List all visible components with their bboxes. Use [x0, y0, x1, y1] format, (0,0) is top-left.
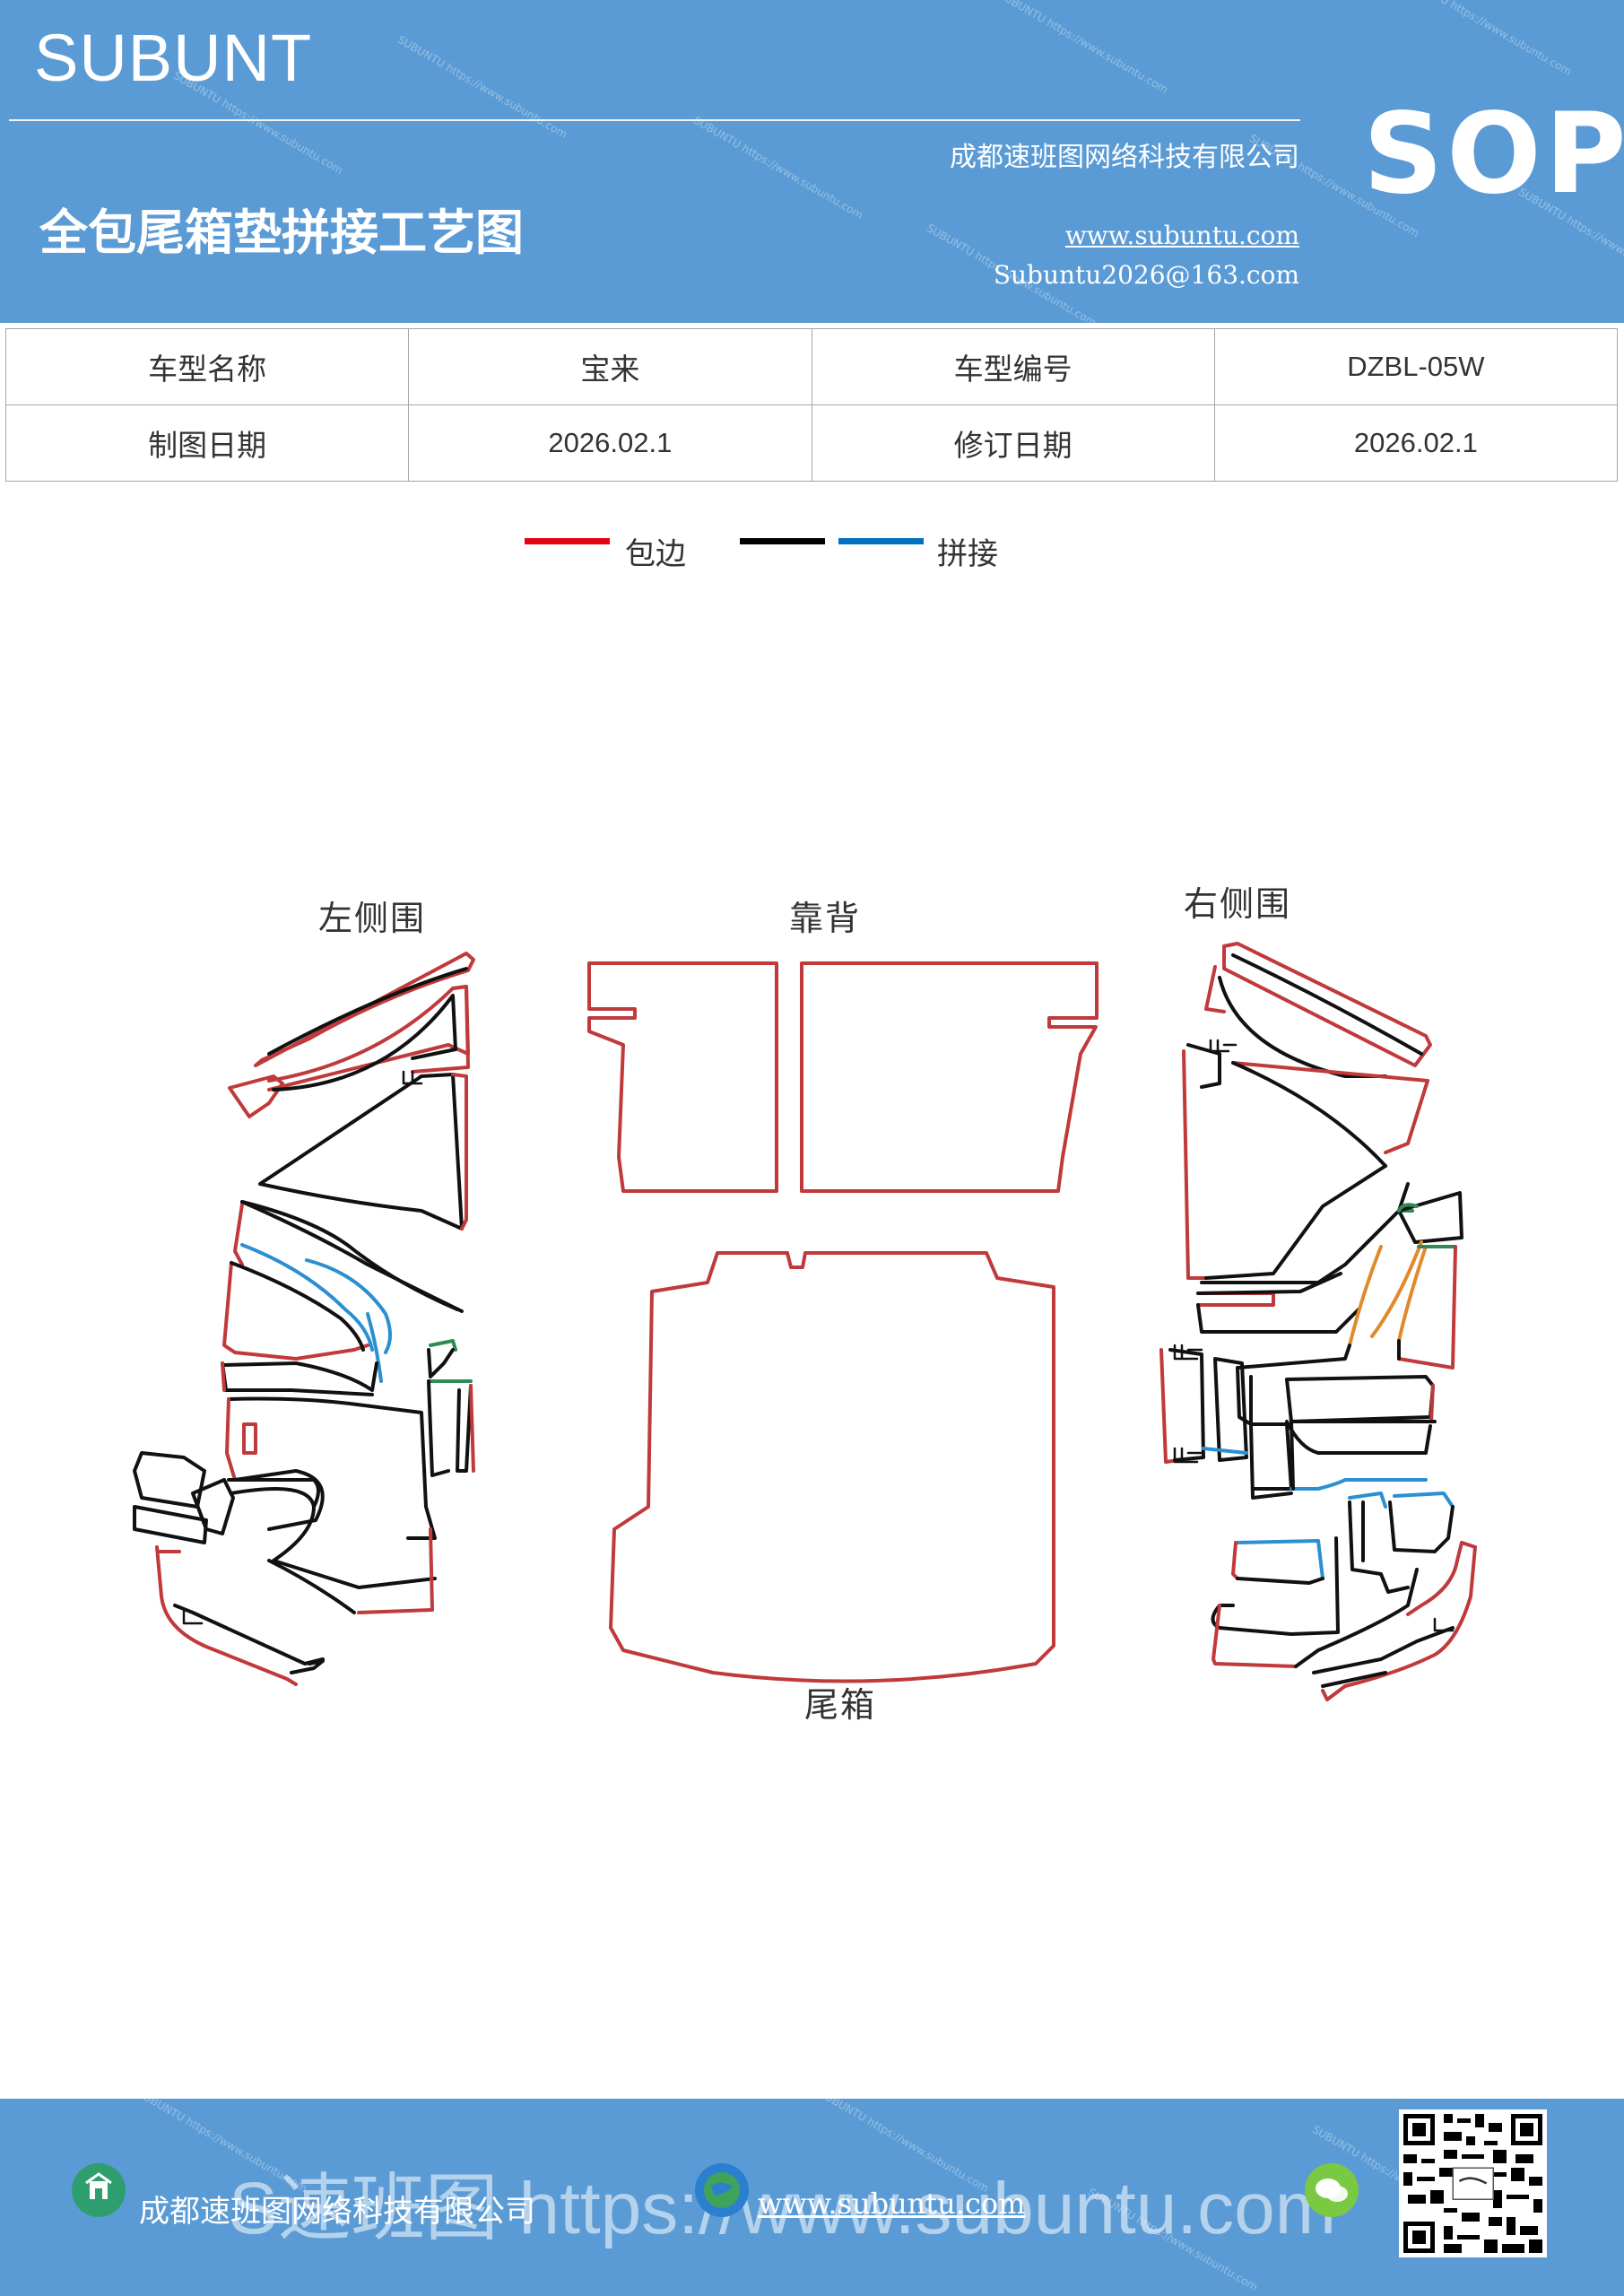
backrest-left-panel	[587, 961, 778, 1193]
footer-watermark-text: S速班图 https://www.subuntu.com	[229, 2168, 1337, 2249]
pattern-drawing	[133, 942, 1477, 1701]
table-cell-label: 车型编号	[811, 328, 1215, 405]
left-mid-panel	[258, 1073, 464, 1231]
table-row: 车型名称 宝来 车型编号 DZBL-05W	[4, 328, 1619, 405]
watermark: SUBUNTU https://www.subuntu.com	[1399, 0, 1574, 79]
right-lower-panel	[1236, 1539, 1324, 1580]
table-row: 制图日期 2026.02.1 修订日期 2026.02.1	[4, 404, 1619, 482]
wechat-icon	[1305, 2163, 1359, 2217]
legend-splice-label: 拼接	[937, 536, 998, 572]
left-top-strip	[254, 952, 475, 1067]
brand-logo-text: SUBUNT	[34, 21, 313, 95]
label-trunk: 尾箱	[804, 1685, 877, 1725]
watermark: SUBUNTU https://www.subuntu.com	[395, 32, 569, 142]
left-splice-panel	[222, 1261, 369, 1361]
seam-markers	[182, 1039, 1455, 1632]
watermark: SUBUNTU https://www.subuntu.com	[995, 0, 1170, 97]
left-upper-curve	[228, 985, 470, 1118]
building-icon	[72, 2163, 126, 2217]
left-side-panels	[133, 952, 475, 1686]
header-banner: SUBUNTU https://www.subuntu.com SUBUNTU …	[0, 0, 1624, 323]
sop-badge: SOP	[1363, 90, 1624, 219]
left-lower-panel	[227, 1396, 437, 1540]
website-link[interactable]: www.subuntu.com	[1064, 221, 1299, 250]
page-title: 全包尾箱垫拼接工艺图	[39, 204, 524, 261]
label-backrest: 靠背	[789, 899, 862, 938]
contact-email[interactable]: Subuntu2026@163.com	[993, 260, 1299, 290]
label-right-side: 右侧围	[1184, 884, 1292, 924]
table-cell-label: 修订日期	[811, 404, 1215, 482]
label-left-side: 左侧围	[318, 899, 427, 938]
table-cell-label: 车型名称	[4, 328, 410, 405]
header-divider	[9, 119, 1300, 121]
pattern-diagram: 左侧围 靠背 右侧围 尾箱	[0, 861, 1624, 1740]
backrest-right-panel	[800, 961, 1099, 1193]
right-upper-curve	[1204, 965, 1226, 1013]
legend-splice-swatch	[838, 538, 924, 544]
table-cell-value: 宝来	[408, 328, 812, 405]
footer-website-link[interactable]: www.subuntu.com	[758, 2187, 1026, 2221]
trunk-floor	[609, 1251, 1055, 1683]
company-name: 成都速班图网络科技有限公司	[950, 142, 1299, 173]
right-mid-panel	[1182, 1049, 1208, 1280]
table-cell-value: 2026.02.1	[1213, 404, 1619, 482]
footer-banner: SUBUNTU https://www.subuntu.com SUBUNTU …	[0, 2099, 1624, 2296]
vehicle-info-table: 车型名称 宝来 车型编号 DZBL-05W 制图日期 2026.02.1 修订日…	[4, 328, 1619, 482]
globe-icon	[695, 2163, 749, 2217]
right-top-strip	[1222, 942, 1432, 1067]
legend-edging-swatch	[525, 538, 610, 544]
qr-code	[1399, 2109, 1547, 2257]
table-cell-value: 2026.02.1	[408, 404, 812, 482]
legend-black-swatch	[740, 538, 825, 544]
right-side-panels	[1159, 942, 1477, 1701]
watermark: SUBUNTU https://www.subuntu.com	[690, 113, 865, 222]
table-cell-value: DZBL-05W	[1213, 328, 1619, 405]
table-cell-label: 制图日期	[4, 404, 410, 482]
legend-edging-label: 包边	[625, 536, 686, 572]
legend: 包边 拼接	[0, 529, 1624, 574]
right-splice-pieces	[1397, 1191, 1463, 1244]
footer-company-name: 成都速班图网络科技有限公司	[139, 2194, 535, 2230]
backrest-panels	[587, 961, 1099, 1193]
